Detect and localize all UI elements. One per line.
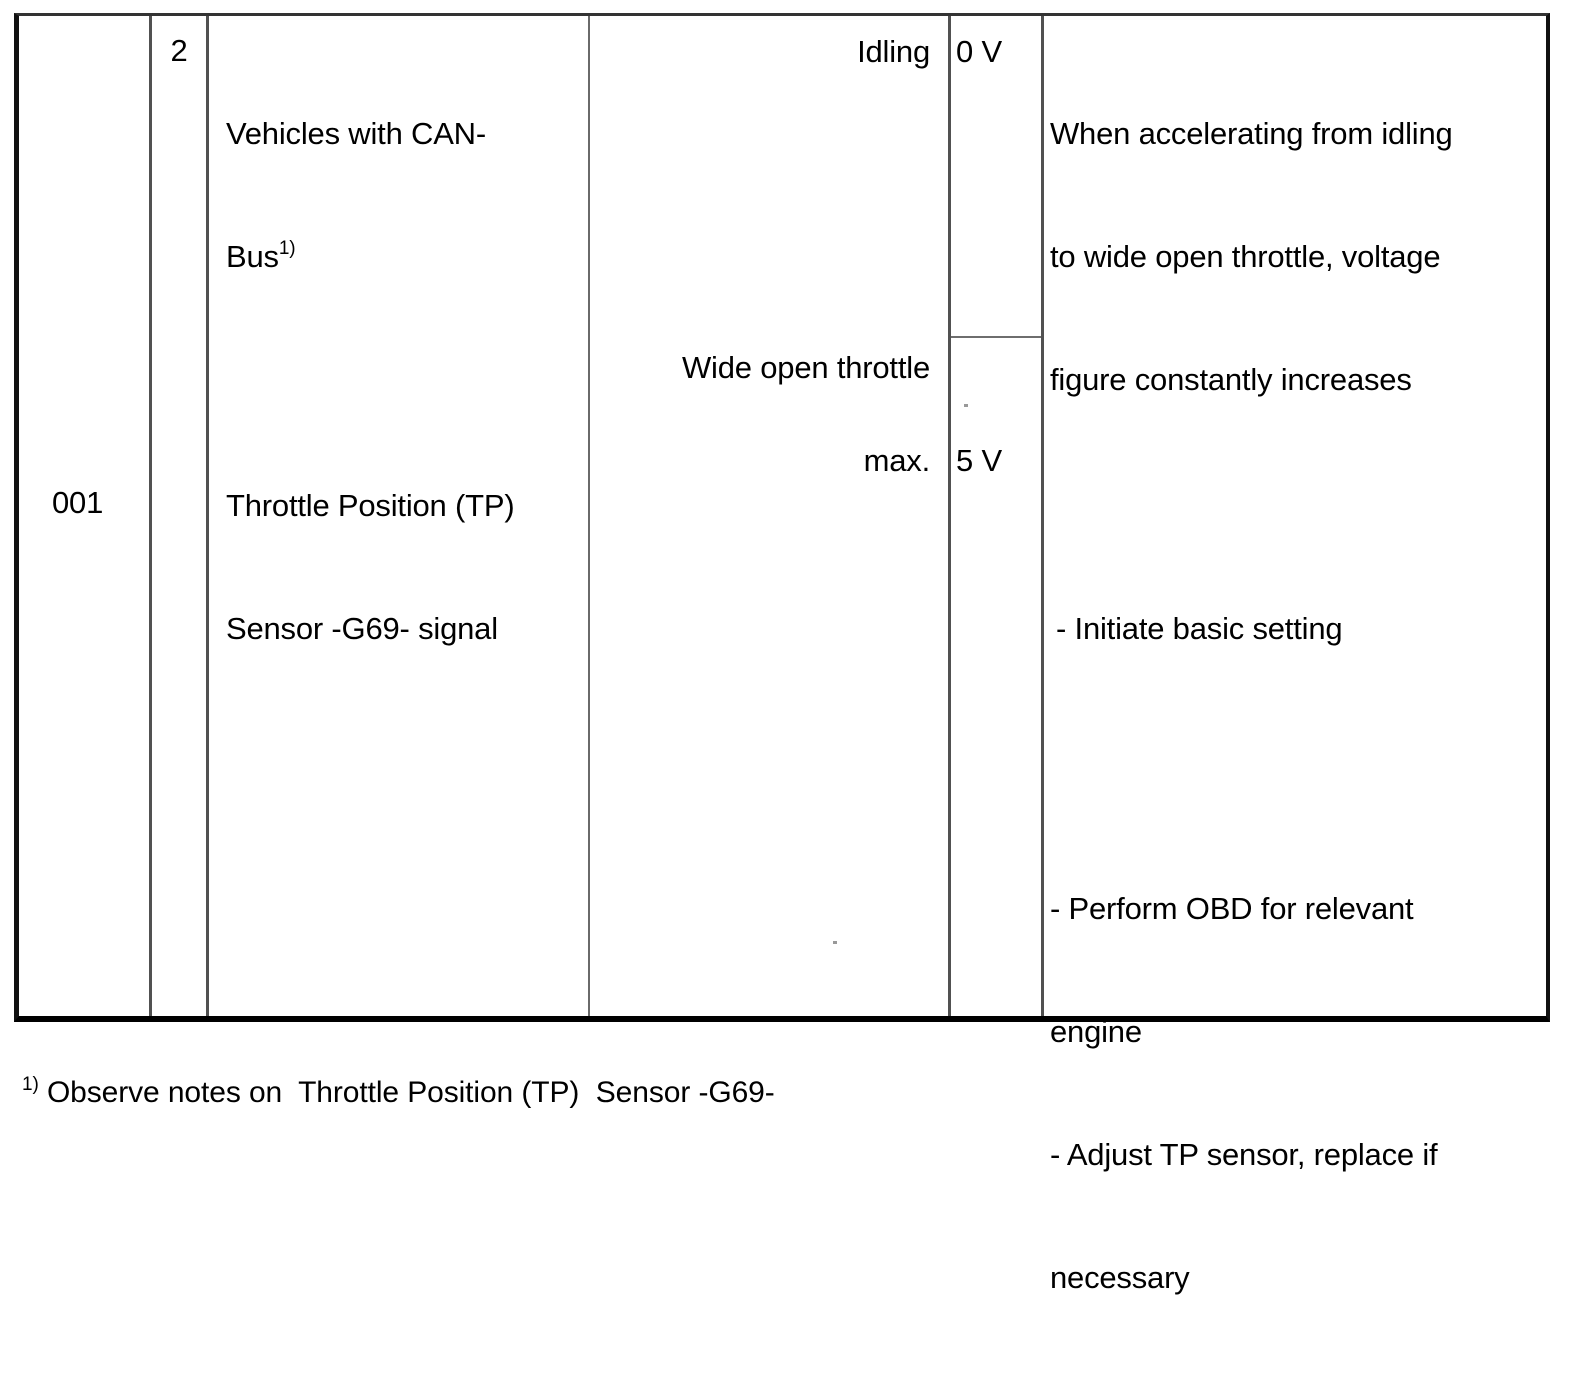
description-line-3: Throttle Position (TP) <box>226 488 515 523</box>
measured-value-table <box>14 13 1550 1022</box>
action-bullet-adjust-tp-sensor-line-2: necessary <box>1050 1260 1190 1295</box>
action-spacer-2 <box>1050 731 1530 806</box>
description-line-1: Vehicles with CAN- <box>226 116 486 151</box>
action-bullet-initiate-basic-setting: - Initiate basic setting <box>1056 611 1343 646</box>
cell-description: Vehicles with CAN- Bus1) Throttle Positi… <box>226 31 571 731</box>
page-footnote: 1) Observe notes on Throttle Position (T… <box>22 1073 1222 1113</box>
description-line-2-text: Bus <box>226 239 279 274</box>
scan-speck <box>964 404 968 407</box>
column-divider-3 <box>588 16 590 1016</box>
action-bullet-perform-obd-line-2: engine <box>1050 1014 1142 1049</box>
footnote-text: Observe notes on Throttle Position (TP) … <box>38 1076 775 1109</box>
footnote-marker: 1) <box>22 1074 39 1095</box>
description-line-4: Sensor -G69- signal <box>226 611 498 646</box>
cell-remedial-action: When accelerating from idling to wide op… <box>1050 31 1530 1380</box>
cell-condition-idling: Idling <box>857 34 930 69</box>
action-bullet-adjust-tp-sensor-line-1: - Adjust TP sensor, replace if <box>1050 1137 1438 1172</box>
action-note-line-1: When accelerating from idling <box>1050 116 1453 151</box>
action-bullet-perform-obd-line-1: - Perform OBD for relevant <box>1050 891 1414 926</box>
scan-speck <box>833 941 837 944</box>
document-page: 001 2 Vehicles with CAN- Bus1) Throttle … <box>14 13 1550 1295</box>
column-divider-5 <box>1041 16 1044 1016</box>
action-note-line-3: figure constantly increases <box>1050 362 1412 397</box>
cell-display-group: 001 <box>52 485 104 520</box>
column-divider-1 <box>149 16 152 1016</box>
action-spacer-1 <box>1050 482 1530 526</box>
description-line-2: Bus1) <box>226 236 571 277</box>
action-note-line-2: to wide open throttle, voltage <box>1050 239 1441 274</box>
description-spacer <box>226 359 571 403</box>
column-divider-2 <box>206 16 209 1016</box>
cell-value-idling: 0 V <box>956 34 1002 69</box>
column-divider-4 <box>948 16 951 1016</box>
cell-display-field: 2 <box>170 33 188 68</box>
cell-condition-max-label: max. <box>863 443 931 478</box>
cell-value-wide-open-throttle: 5 V <box>956 443 1002 478</box>
footnote-marker-superscript: 1) <box>278 238 296 259</box>
cell-condition-wide-open-throttle: Wide open throttle <box>682 350 930 385</box>
voltage-cell-divider <box>951 336 1041 338</box>
